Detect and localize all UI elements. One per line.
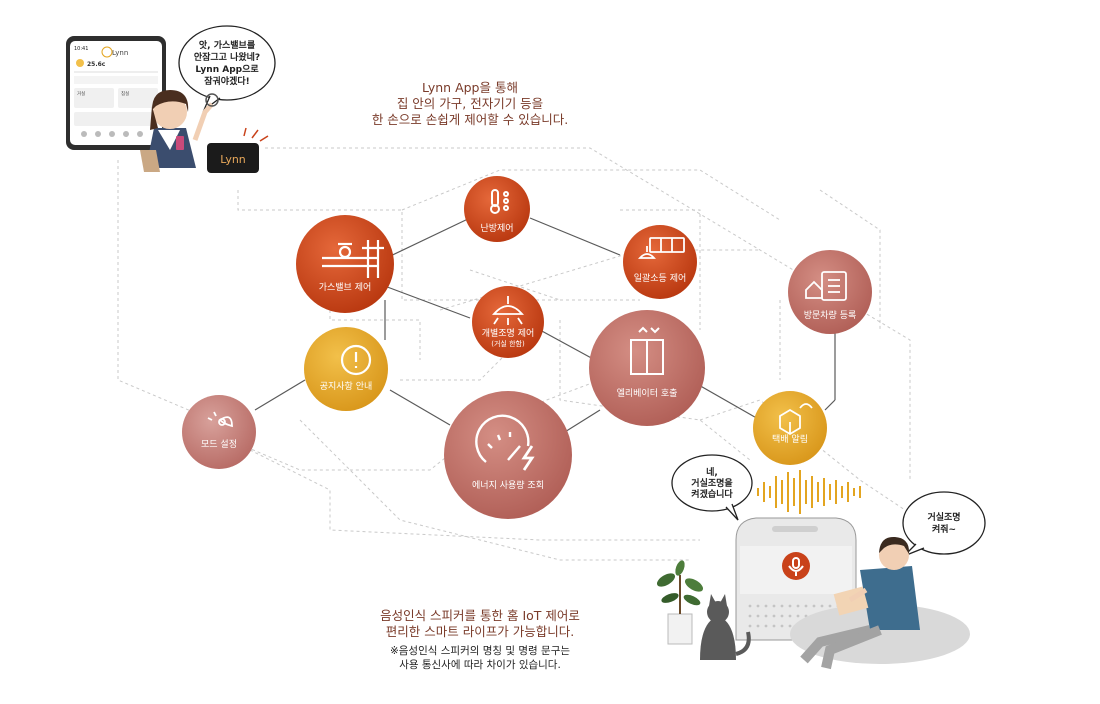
node-mode-label: 모드 설정: [201, 439, 237, 450]
intro-text: Lynn App을 통해 집 안의 가구, 전자기기 등을 한 손으로 손쉽게 …: [310, 80, 630, 128]
node-delivery: 택배 알림: [753, 391, 827, 465]
woman-bubble-line2: 안잠그고 나왔네?: [194, 51, 260, 63]
alert-rays: [243, 127, 269, 142]
bottom-line2: 편리한 스마트 라이프가 가능합니다.: [385, 624, 575, 639]
node-energy-label: 에너지 사용량 조회: [472, 479, 544, 491]
gauge-lightning-icon: [475, 414, 535, 471]
delivery-box-icon: [779, 403, 813, 436]
woman-speech-bubble: 앗, 가스밸브를 안잠그고 나왔네? Lynn App으로 잠궈야겠다!: [178, 25, 276, 112]
node-gas-valve: 가스밸브 제어: [296, 215, 394, 313]
bottom-note2: 사용 통신사에 따라 차이가 있습니다.: [399, 659, 561, 671]
node-energy: 에너지 사용량 조회: [444, 391, 572, 519]
intro-line1: Lynn App을 통해: [422, 80, 518, 95]
node-notice-label: 공지사항 안내: [320, 381, 373, 392]
phone-time: 10:41: [74, 46, 88, 52]
node-lights-off: 일괄소등 제어: [623, 225, 697, 299]
node-individual-light-label: 개별조명 제어: [482, 328, 535, 339]
clipboard-car-icon: [805, 271, 847, 301]
gas-valve-icon: [322, 240, 384, 278]
phone-card-bedroom: [118, 88, 158, 108]
man-speech-bubble: 거실조명 켜줘~: [902, 491, 986, 557]
phone-card-living: [74, 88, 114, 108]
intro-line3: 한 손으로 손쉽게 제어할 수 있습니다.: [371, 112, 569, 127]
cat-illustration: [700, 594, 751, 660]
intro-line2: 집 안의 가구, 전자기기 등을: [396, 96, 544, 111]
node-individual-light-sub: (거실 한함): [491, 339, 525, 348]
bottom-text: 음성인식 스피커를 통한 홈 IoT 제어로 편리한 스마트 라이프가 가능합니…: [330, 608, 630, 640]
light-switch-panel-icon: [638, 237, 685, 259]
speaker-speech-bubble: 네, 거실조명을 켜겠습니다: [671, 454, 753, 521]
lynn-app-badge-label: Lynn: [220, 153, 246, 166]
phone-brand: Lynn: [112, 49, 128, 57]
smart-speaker: [735, 517, 857, 641]
node-elevator: 엘리베이터 호출: [589, 310, 705, 426]
microphone-icon: [788, 557, 804, 576]
man-bubble-line1: 거실조명: [927, 511, 960, 523]
speaker-bubble-line3: 켜겠습니다: [691, 488, 733, 500]
phone-card-living-label: 거실: [77, 90, 85, 97]
potted-plant: [656, 560, 704, 645]
node-visitor-car: 방문차량 등록: [788, 250, 872, 334]
node-heating: 난방제어: [464, 176, 530, 242]
sound-wave: [757, 470, 861, 514]
alert-exclamation-icon: [340, 344, 372, 376]
node-visitor-car-label: 방문차량 등록: [804, 309, 857, 321]
bottom-note: ※음성인식 스피커의 명칭 및 명령 문구는 사용 통신사에 따라 차이가 있습…: [330, 644, 630, 672]
woman-bubble-line3: Lynn App으로: [195, 64, 259, 75]
phone-mockup: 10:41 Lynn 25.6c 거실 침실: [66, 36, 166, 150]
node-elevator-label: 엘리베이터 호출: [617, 388, 678, 399]
phone-temp: 25.6c: [87, 61, 106, 68]
woman-bubble-line4: 잠궈야겠다!: [204, 75, 250, 87]
speaker-bubble-line2: 거실조명을: [691, 477, 732, 489]
woman-illustration: [140, 90, 219, 172]
node-mode: 모드 설정: [182, 395, 256, 469]
node-individual-light: 개별조명 제어 (거실 한함): [472, 286, 544, 358]
speaker-bubble-line1: 네,: [706, 466, 718, 478]
man-bubble-line2: 켜줘~: [932, 523, 956, 535]
phone-card-bedroom-label: 침실: [121, 90, 129, 97]
lynn-app-badge: Lynn: [207, 127, 269, 173]
man-illustration: [790, 536, 970, 670]
bottom-line1: 음성인식 스피커를 통한 홈 IoT 제어로: [380, 608, 580, 623]
node-notice: 공지사항 안내: [304, 327, 388, 411]
node-gas-valve-label: 가스밸브 제어: [319, 282, 372, 293]
sun-moon-icon: [207, 411, 233, 428]
node-delivery-label: 택배 알림: [772, 433, 808, 445]
ceiling-lamp-icon: [492, 296, 524, 325]
node-lights-off-label: 일괄소등 제어: [634, 272, 687, 284]
elevator-icon: [630, 326, 664, 375]
woman-bubble-line1: 앗, 가스밸브를: [199, 39, 255, 51]
thermometer-icon: [490, 189, 509, 214]
bottom-note1: ※음성인식 스피커의 명칭 및 명령 문구는: [389, 645, 571, 657]
node-heating-label: 난방제어: [480, 223, 513, 234]
sun-icon: [76, 59, 84, 67]
